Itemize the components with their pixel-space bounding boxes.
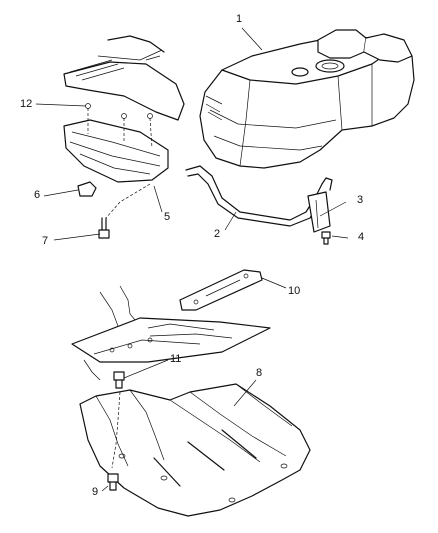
bolt-4 — [321, 231, 331, 245]
shield-bracket — [63, 103, 169, 219]
callout-7: 7 — [42, 235, 49, 247]
fuel-tank — [199, 29, 415, 169]
callout-5: 5 — [164, 211, 171, 223]
callout-10: 10 — [288, 285, 301, 297]
callout-3: 3 — [357, 194, 364, 206]
fuel-tank-strap — [185, 165, 333, 233]
leader-lines — [35, 27, 349, 492]
bolt-7 — [98, 217, 110, 239]
callout-9: 9 — [92, 486, 99, 498]
callout-11: 11 — [170, 353, 182, 365]
bracket-10 — [179, 269, 263, 311]
bolt-9 — [107, 473, 119, 491]
callout-12: 12 — [20, 98, 33, 110]
frame-crossmember — [63, 35, 185, 121]
callout-2: 2 — [214, 228, 221, 240]
skid-plate — [79, 383, 311, 517]
bolt-11 — [113, 371, 125, 389]
callout-1: 1 — [236, 13, 243, 25]
callout-4: 4 — [358, 231, 365, 243]
callout-8: 8 — [256, 367, 263, 379]
callout-6: 6 — [34, 189, 41, 201]
frame-rail — [71, 285, 271, 381]
nut-6 — [77, 181, 97, 197]
